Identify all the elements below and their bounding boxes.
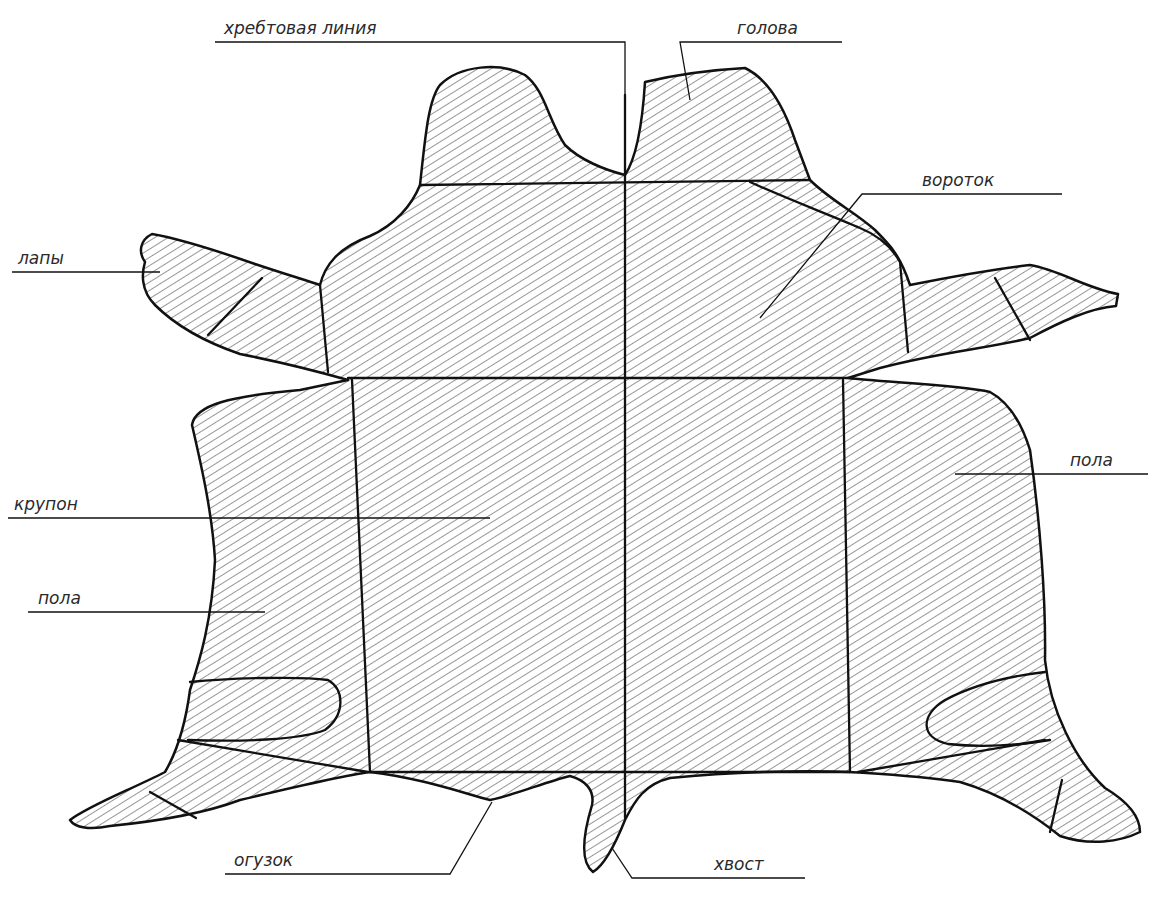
part-label: вороток bbox=[920, 170, 996, 190]
part-label: хребтовая линия bbox=[222, 18, 378, 38]
part-label: крупон bbox=[12, 494, 80, 514]
part-label: пола bbox=[1068, 450, 1115, 470]
part-label: лапы bbox=[16, 248, 66, 268]
part-label: пола bbox=[36, 588, 83, 608]
region-lines bbox=[150, 95, 1062, 832]
part-label: голова bbox=[735, 18, 800, 38]
part-label: огузок bbox=[232, 850, 295, 870]
leader-lines bbox=[8, 42, 1148, 878]
part-label: хвост bbox=[712, 854, 766, 874]
hide-outline bbox=[70, 67, 1140, 872]
